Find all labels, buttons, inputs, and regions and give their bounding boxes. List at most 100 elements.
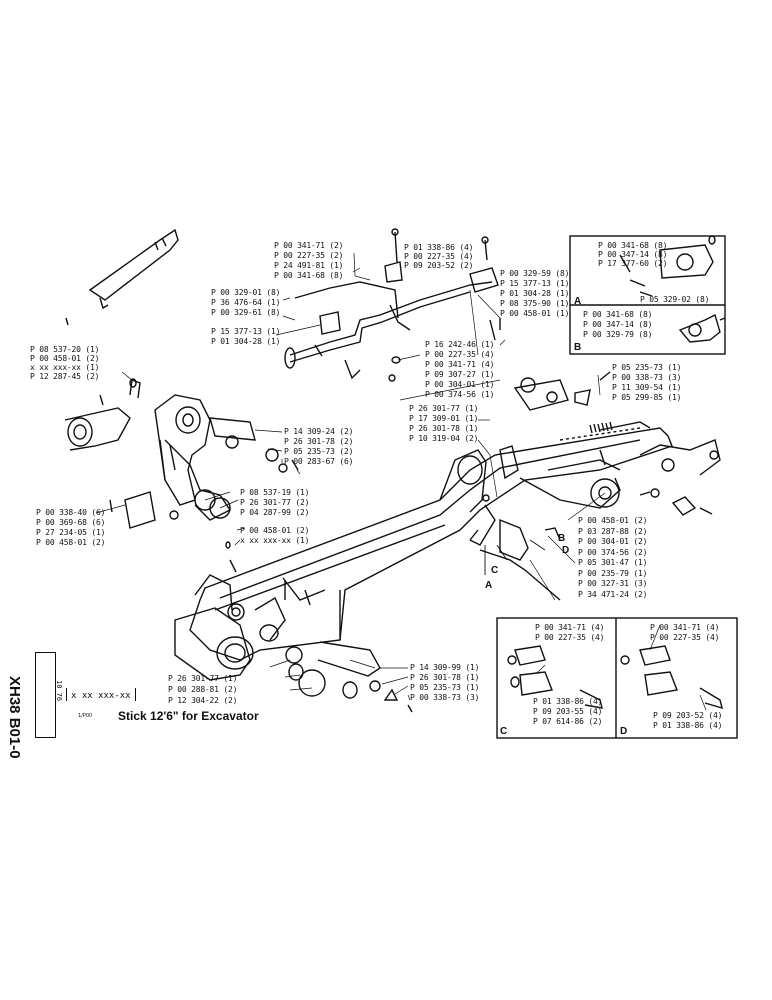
- small-note: 1/P00: [78, 713, 93, 719]
- callout: P 14 309-24 (2): [284, 427, 354, 436]
- callout-group-stick-mid: P 26 301-77 (1) P 17 309-01 (1) P 26 301…: [409, 404, 478, 444]
- callout: P 00 458-01 (2): [30, 354, 100, 363]
- callout: P 12 304-22 (2): [168, 696, 238, 705]
- callout-group-detail-c-bottom: P 01 338-86 (4) P 09 203-55 (4) P 07 614…: [533, 697, 602, 727]
- callout: P 00 458-01 (2): [578, 516, 648, 525]
- callout-group-pipe-top: P 01 338-86 (4) P 00 227-35 (4) P 09 203…: [404, 243, 473, 270]
- stick-body: [174, 421, 673, 681]
- detail-box-ab: [569, 235, 726, 355]
- callout: P 00 227-35 (4): [425, 350, 495, 359]
- callout: P 00 458-01 (2): [36, 538, 106, 547]
- callout-group-bushing: P 14 309-24 (2) P 26 301-78 (2) P 05 235…: [284, 427, 353, 467]
- callout: P 26 301-77 (2): [240, 498, 310, 507]
- callout: x xx xxx-xx (1): [30, 363, 100, 372]
- diagram-title: Stick 12'6" for Excavator: [118, 709, 259, 723]
- arrow-tag-c: C: [491, 565, 499, 576]
- callout-group-detail-b: P 00 341-68 (8) P 00 347-14 (8) P 00 329…: [583, 310, 652, 340]
- arrow-tag-d: D: [562, 545, 570, 556]
- callout-group-bottom-right: P 14 309-99 (1) P 26 301-78 (1) P 05 235…: [410, 663, 479, 703]
- document-code-frame: [35, 652, 56, 738]
- callout-group-left-mid: P 00 338-40 (6) P 00 369-68 (6) P 27 234…: [36, 508, 105, 548]
- callout-detail-a-bottom: P 05 329-02 (8): [640, 295, 710, 304]
- callout: P 00 288-81 (2): [168, 685, 238, 694]
- callout: P 00 338-73 (3): [410, 693, 480, 702]
- callout: P 00 329-79 (8): [583, 330, 653, 339]
- detail-tag-c: C: [500, 726, 508, 737]
- callout: P 04 287-99 (2): [240, 508, 310, 517]
- document-code: XH38 B01-0: [6, 676, 23, 759]
- callout: P 26 301-78 (1): [409, 424, 479, 433]
- callout: P 08 537-20 (1): [30, 345, 100, 354]
- callout: P 09 307-27 (1): [425, 370, 495, 379]
- callout: P 00 341-71 (2): [274, 241, 344, 250]
- callout: P 26 301-78 (1): [410, 673, 480, 682]
- callout-group-pipe-left2: P 00 329-01 (8) P 36 476-64 (1) P 00 329…: [211, 288, 280, 318]
- callout-group-pipe-left3: P 15 377-13 (1) P 01 304-28 (1): [211, 327, 280, 347]
- callout: P 01 304-28 (1): [500, 289, 570, 298]
- callout: P 09 203-55 (4): [533, 707, 603, 716]
- callout: P 00 304-01 (2): [578, 537, 648, 546]
- callout: P 00 227-35 (4): [535, 633, 605, 642]
- pins-bushings: [169, 417, 413, 713]
- callout: P 00 341-68 (8): [598, 241, 668, 250]
- callout: P 05 235-73 (1): [612, 363, 682, 372]
- detail-markers: [484, 539, 546, 575]
- callout: P 00 329-01 (8): [211, 288, 281, 297]
- callout-group-pipe-right: P 00 329-59 (8) P 15 377-13 (1) P 01 304…: [500, 269, 569, 319]
- detail-tag-a: A: [574, 296, 582, 307]
- callout: P 15 377-13 (1): [211, 327, 281, 336]
- callout: P 26 301-77 (1): [168, 674, 238, 683]
- callout: P 00 374-56 (1): [425, 390, 495, 399]
- right-linkage: [469, 371, 721, 601]
- callout: P 00 283-67 (6): [284, 457, 354, 466]
- callout: P 00 327-31 (3): [578, 579, 648, 588]
- leader-lines: [95, 252, 707, 711]
- callout: P 12 287-45 (2): [30, 372, 100, 381]
- callout: P 00 458-01 (2): [240, 526, 310, 535]
- callout: P 14 309-99 (1): [410, 663, 480, 672]
- callout: P 08 375-90 (1): [500, 299, 570, 308]
- callout: P 00 338-40 (6): [36, 508, 106, 517]
- callout-group-pin: P 08 537-19 (1) P 26 301-77 (2) P 04 287…: [240, 488, 309, 518]
- callout: P 27 234-05 (1): [36, 528, 106, 537]
- callout: P 00 347-14 (8): [598, 250, 668, 259]
- callout: P 03 287-88 (2): [578, 526, 648, 536]
- callout-group-center-small: P 00 458-01 (2) x xx xxx-xx (1): [240, 526, 309, 546]
- callout: P 00 341-68 (8): [583, 310, 653, 319]
- document-subcode: 10 76: [55, 680, 63, 702]
- callout: P 00 347-14 (8): [583, 320, 653, 329]
- callout: P 00 341-68 (8): [274, 271, 344, 280]
- callout: P 16 242-46 (1): [425, 340, 495, 349]
- callout-group-detail-a: P 00 341-68 (8) P 00 347-14 (8) P 17 377…: [598, 241, 667, 268]
- callout-group-link-right: P 05 235-73 (1) P 00 338-73 (3) P 11 309…: [612, 363, 681, 403]
- callout: P 05 301-47 (1): [578, 558, 648, 567]
- callout: P 05 299-85 (1): [612, 393, 682, 402]
- callout: P 34 471-24 (2): [578, 589, 648, 599]
- callout-group-pipe-left: P 00 341-71 (2) P 00 227-35 (2) P 24 491…: [274, 241, 343, 281]
- callout-group-detail-d-bottom: P 09 203-52 (4) P 01 338-86 (4): [653, 711, 722, 731]
- callout-group-detail-c-top: P 00 341-71 (4) P 00 227-35 (4): [535, 623, 604, 643]
- callout: P 08 537-19 (1): [240, 488, 310, 497]
- callout: P 00 338-73 (3): [612, 373, 682, 382]
- callout: P 01 338-86 (4): [533, 697, 603, 706]
- callout: P 01 338-86 (4): [404, 243, 474, 252]
- callout-group-bottom-left: P 26 301-77 (1) P 00 288-81 (2) P 12 304…: [168, 673, 237, 706]
- callout: P 00 341-71 (4): [535, 623, 605, 632]
- callout: P 09 203-52 (2): [404, 261, 474, 270]
- callout: P 07 614-86 (2): [533, 717, 603, 726]
- callout: P 24 491-81 (1): [274, 261, 344, 270]
- callout: P 00 341-71 (4): [650, 623, 720, 632]
- callout: P 09 203-52 (4): [653, 711, 723, 720]
- detail-tag-d: D: [620, 726, 628, 737]
- reference-number: x xx xxx-xx: [71, 691, 131, 701]
- callout: P 26 301-77 (1): [409, 404, 479, 413]
- callout: P 36 476-64 (1): [211, 298, 281, 307]
- callout: P 17 377-60 (2): [598, 259, 668, 268]
- callout: P 00 369-68 (6): [36, 518, 106, 527]
- reference-number-frame: [66, 688, 136, 701]
- top-left-bracket: [65, 228, 179, 326]
- callout: P 00 227-35 (4): [650, 633, 720, 642]
- callout: P 00 341-71 (4): [425, 360, 495, 369]
